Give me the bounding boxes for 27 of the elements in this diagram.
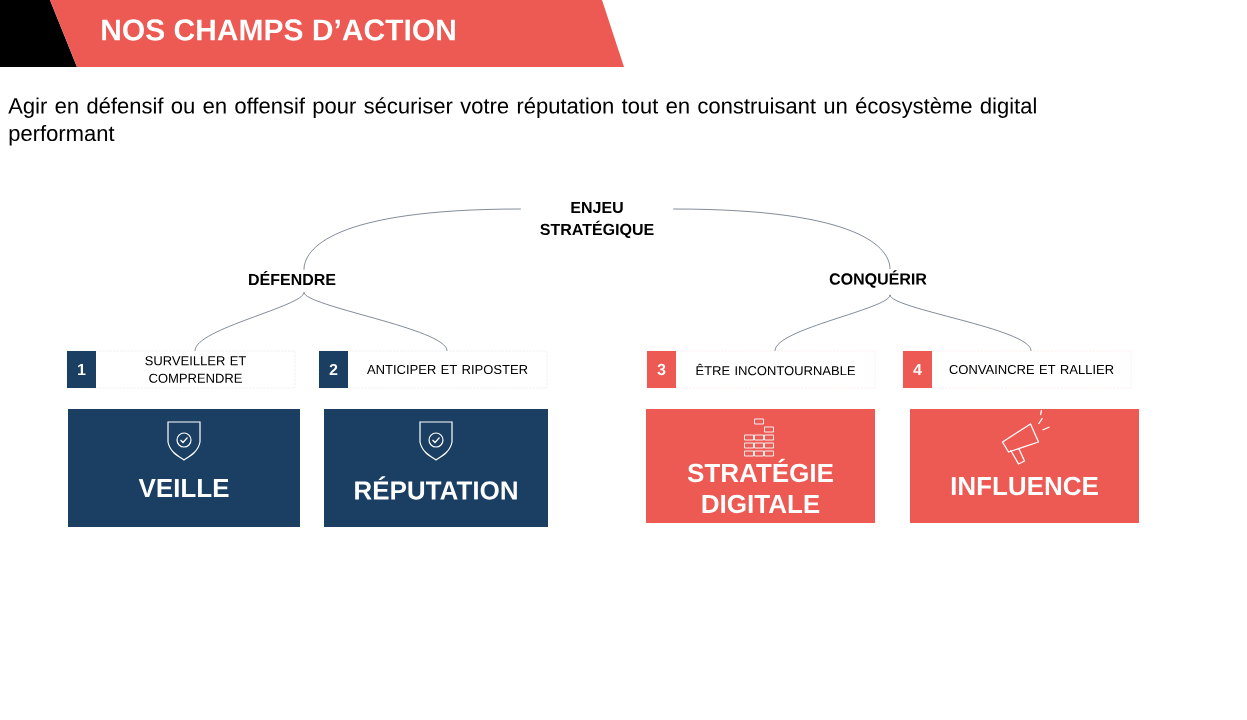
brace-curve xyxy=(303,208,522,270)
category-box: RÉPUTATION xyxy=(324,409,548,527)
step-label: SURVEILLER ET COMPRENDRE xyxy=(145,356,246,383)
step-box xyxy=(66,350,296,389)
heading: DÉFENDRE xyxy=(249,270,336,286)
step-box xyxy=(902,350,1132,389)
category-box: INFLUENCE xyxy=(910,409,1139,523)
heading: CONQUÉRIR xyxy=(829,270,927,288)
category-box: VEILLE xyxy=(68,409,300,527)
brace-curve xyxy=(194,292,305,352)
brace-curve xyxy=(672,208,891,270)
number-badge: 2 xyxy=(319,351,348,388)
number-badge: 3 xyxy=(647,351,676,388)
number-badge: 1 xyxy=(67,351,96,388)
brace-curve xyxy=(889,294,1032,352)
step-label: CONVAINCRE ET RALLIER xyxy=(949,364,1114,375)
step-label: ÊTRE INCONTOURNABLE xyxy=(696,363,855,376)
brace-curve xyxy=(774,294,891,352)
number-badge: 4 xyxy=(903,351,932,388)
heading: ENJEU STRATÉGIQUE xyxy=(540,201,654,239)
brace-curve xyxy=(303,292,448,352)
title-banner: NOS CHAMPS D’ACTION xyxy=(0,0,624,67)
step-label: ANTICIPER ET RIPOSTER xyxy=(367,364,528,375)
step-box xyxy=(646,350,876,389)
category-box: STRATÉGIE DIGITALE xyxy=(646,409,875,523)
step-box xyxy=(318,350,548,389)
subtitle: Agir en défensif ou en offensif pour sécuriser votre réputation tout en construisant un écosystème digital performant xyxy=(8,97,1036,146)
